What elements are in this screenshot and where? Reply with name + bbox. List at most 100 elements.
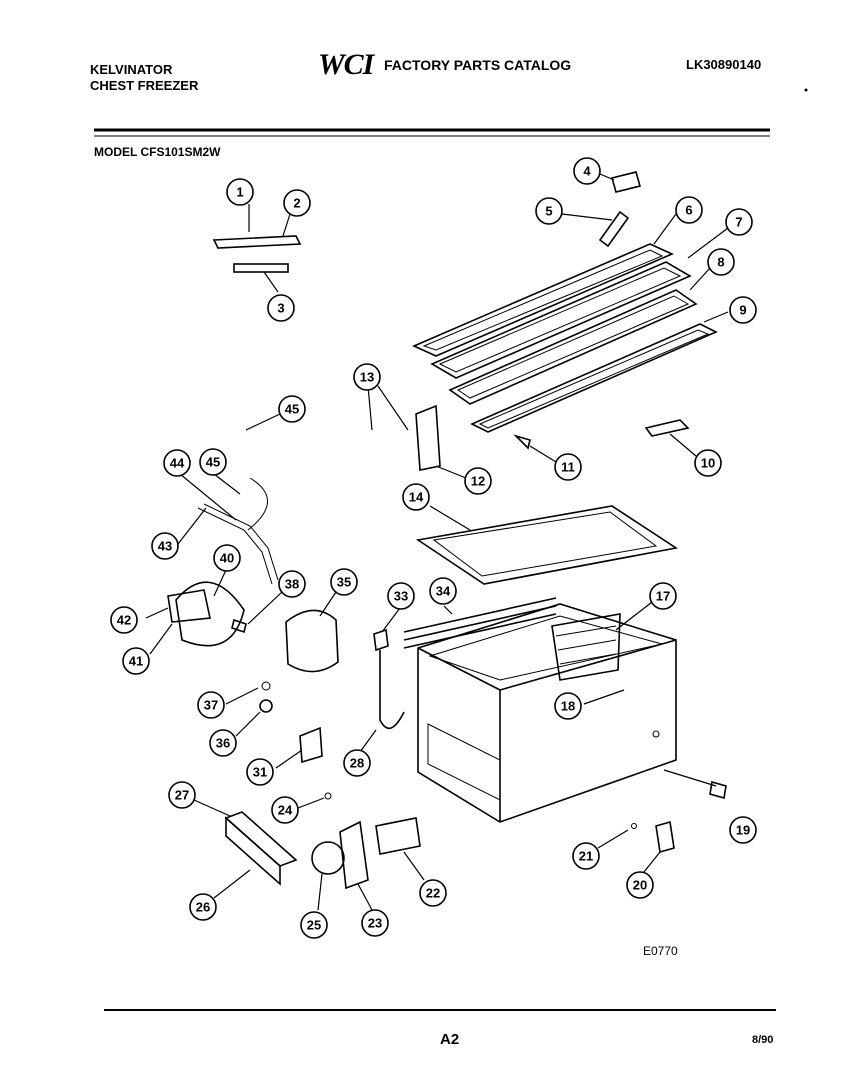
tubing-part <box>359 607 405 753</box>
callout-23: 23 <box>361 909 389 937</box>
svg-text:42: 42 <box>117 613 131 628</box>
svg-text:19: 19 <box>736 823 750 838</box>
callout-26: 26 <box>189 893 217 921</box>
callout-33: 33 <box>387 582 415 610</box>
svg-text:44: 44 <box>170 456 185 471</box>
lid-assembly <box>412 213 729 433</box>
relay-overload-part <box>145 413 283 655</box>
callout-18: 18 <box>554 692 582 720</box>
svg-text:34: 34 <box>436 584 451 599</box>
svg-text:31: 31 <box>253 765 267 780</box>
svg-text:36: 36 <box>216 736 230 751</box>
svg-text:40: 40 <box>220 551 234 566</box>
callout-12: 12 <box>464 467 492 495</box>
svg-text:7: 7 <box>735 215 742 230</box>
callout-10: 10 <box>694 449 722 477</box>
svg-text:8: 8 <box>717 255 724 270</box>
model-number: MODEL CFS101SM2W <box>94 145 221 159</box>
callout-3: 3 <box>267 294 295 322</box>
cabinet-part <box>417 601 727 823</box>
svg-text:17: 17 <box>656 589 670 604</box>
callout-37: 37 <box>197 691 225 719</box>
svg-text:4: 4 <box>583 164 591 179</box>
callout-6: 6 <box>675 196 703 224</box>
svg-text:20: 20 <box>633 878 647 893</box>
svg-text:2: 2 <box>293 196 300 211</box>
bracket-part <box>597 820 675 873</box>
callout-42: 42 <box>110 606 138 634</box>
svg-text:9: 9 <box>739 303 746 318</box>
brand-name: KELVINATOR <box>90 62 173 77</box>
product-name: CHEST FREEZER <box>90 78 199 93</box>
callout-31: 31 <box>246 758 274 786</box>
svg-text:23: 23 <box>368 916 382 931</box>
svg-text:33: 33 <box>394 589 408 604</box>
callout-25: 25 <box>300 911 328 939</box>
svg-text:37: 37 <box>204 698 218 713</box>
callout-14: 14 <box>402 483 430 511</box>
lock-key-part <box>561 171 641 248</box>
callout-5: 5 <box>535 197 563 225</box>
hinge-part <box>367 385 467 479</box>
spring-part <box>513 419 697 463</box>
margin-dot <box>804 88 808 92</box>
svg-text:28: 28 <box>350 756 364 771</box>
svg-text:43: 43 <box>158 539 172 554</box>
compressor-part <box>285 591 339 673</box>
callout-2: 2 <box>283 189 311 217</box>
callout-41: 41 <box>122 647 150 675</box>
catalog-number: LK30890140 <box>686 57 762 72</box>
callout-34: 34 <box>429 577 457 605</box>
svg-text:45: 45 <box>206 455 220 470</box>
callout-27: 27 <box>168 781 196 809</box>
wci-logo: WCI <box>318 48 374 81</box>
callout-1: 1 <box>226 178 254 206</box>
callout-4: 4 <box>573 157 601 185</box>
callout-24: 24 <box>271 796 299 824</box>
condenser-coil-part <box>403 597 557 649</box>
callout-7: 7 <box>725 208 753 236</box>
svg-text:22: 22 <box>426 886 440 901</box>
page-number: A2 <box>440 1031 460 1048</box>
svg-text:18: 18 <box>561 699 575 714</box>
svg-text:3: 3 <box>277 301 284 316</box>
svg-text:12: 12 <box>471 474 485 489</box>
svg-text:25: 25 <box>307 918 321 933</box>
callout-28: 28 <box>343 749 371 777</box>
callout-45-lower: 45 <box>199 448 227 476</box>
callout-44: 44 <box>163 449 191 477</box>
callout-22: 22 <box>419 879 447 907</box>
callout-35: 35 <box>330 568 358 596</box>
svg-text:11: 11 <box>561 460 575 475</box>
callout-21: 21 <box>572 842 600 870</box>
svg-text:38: 38 <box>285 577 299 592</box>
small-hardware-parts <box>225 681 323 769</box>
svg-text:45: 45 <box>285 402 299 417</box>
callout-17: 17 <box>649 582 677 610</box>
callout-19: 19 <box>729 816 757 844</box>
callout-45-upper: 45 <box>278 395 306 423</box>
callout-20: 20 <box>626 871 654 899</box>
handle-part <box>212 204 302 293</box>
callout-43: 43 <box>151 532 179 560</box>
callout-40: 40 <box>213 544 241 572</box>
breaker-strip-part <box>415 505 679 585</box>
svg-text:24: 24 <box>278 803 293 818</box>
fan-motor-part <box>297 792 425 911</box>
diagram-code: E0770 <box>643 944 678 958</box>
svg-text:35: 35 <box>337 575 351 590</box>
svg-text:27: 27 <box>175 788 189 803</box>
callout-9: 9 <box>729 296 757 324</box>
svg-text:5: 5 <box>545 204 552 219</box>
svg-text:10: 10 <box>701 456 715 471</box>
catalog-title: FACTORY PARTS CATALOG <box>384 57 572 73</box>
print-date: 8/90 <box>752 1034 774 1046</box>
svg-text:21: 21 <box>579 849 593 864</box>
callout-13: 13 <box>353 363 381 391</box>
callout-8: 8 <box>707 248 735 276</box>
svg-text:13: 13 <box>360 370 374 385</box>
svg-text:26: 26 <box>196 900 210 915</box>
callout-11: 11 <box>554 453 582 481</box>
callout-38: 38 <box>278 570 306 598</box>
